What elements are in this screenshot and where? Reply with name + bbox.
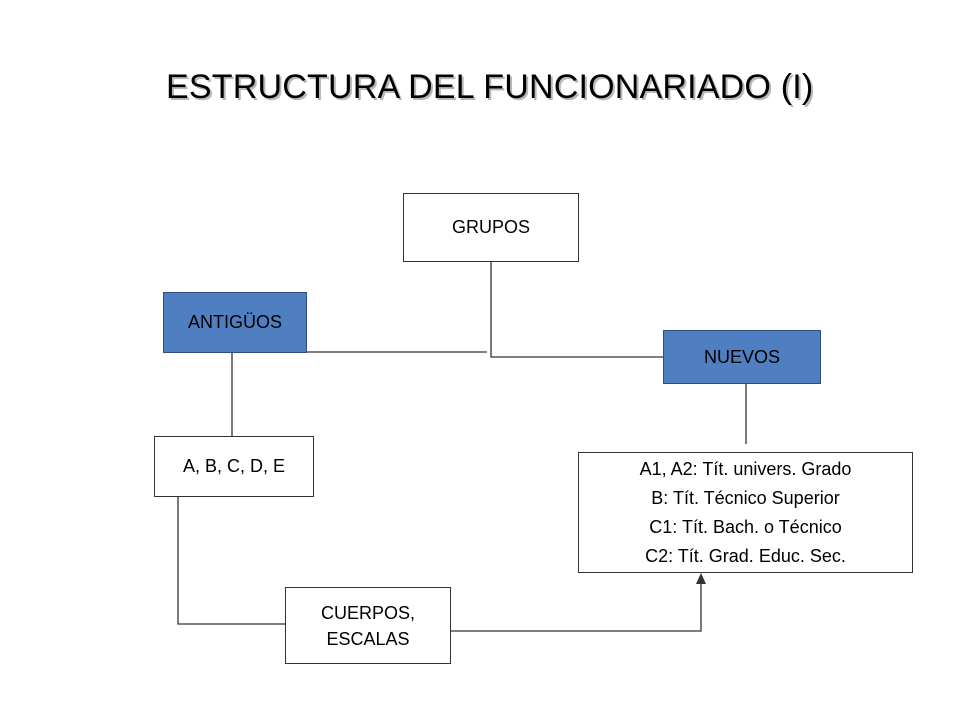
nuevos-list-line: B: Tít. Técnico Superior: [651, 487, 840, 508]
cuerpos-box: CUERPOS, ESCALAS: [285, 587, 451, 664]
nuevos-label: NUEVOS: [703, 346, 781, 367]
connector-cuerpos-nuevos: [451, 582, 702, 632]
nuevos-list-line: C2: Tít. Grad. Educ. Sec.: [645, 545, 846, 566]
antiguos-list-box: A, B, C, D, E: [154, 436, 314, 497]
connector-grupos-nuevos: [490, 262, 663, 358]
nuevos-list-line: C1: Tít. Bach. o Técnico: [649, 516, 842, 537]
nuevos-box: NUEVOS: [663, 330, 821, 384]
antiguos-list-label: A, B, C, D, E: [182, 456, 286, 476]
connector-list-cuerpos: [177, 497, 286, 625]
nuevos-list-line: A1, A2: Tít. univers. Grado: [639, 458, 852, 479]
antiguos-label: ANTIGÜOS: [187, 312, 282, 332]
grupos-label: GRUPOS: [451, 217, 530, 237]
arrowhead-icon: [696, 573, 706, 584]
cuerpos-line: ESCALAS: [326, 628, 410, 649]
cuerpos-line: CUERPOS,: [320, 602, 416, 623]
page-title: ESTRUCTURA DEL FUNCIONARIADO (I): [166, 68, 814, 106]
nuevos-list-box: A1, A2: Tít. univers. Grado B: Tít. Técn…: [578, 452, 913, 573]
grupos-box: GRUPOS: [403, 193, 579, 262]
antiguos-box: ANTIGÜOS: [163, 292, 307, 353]
